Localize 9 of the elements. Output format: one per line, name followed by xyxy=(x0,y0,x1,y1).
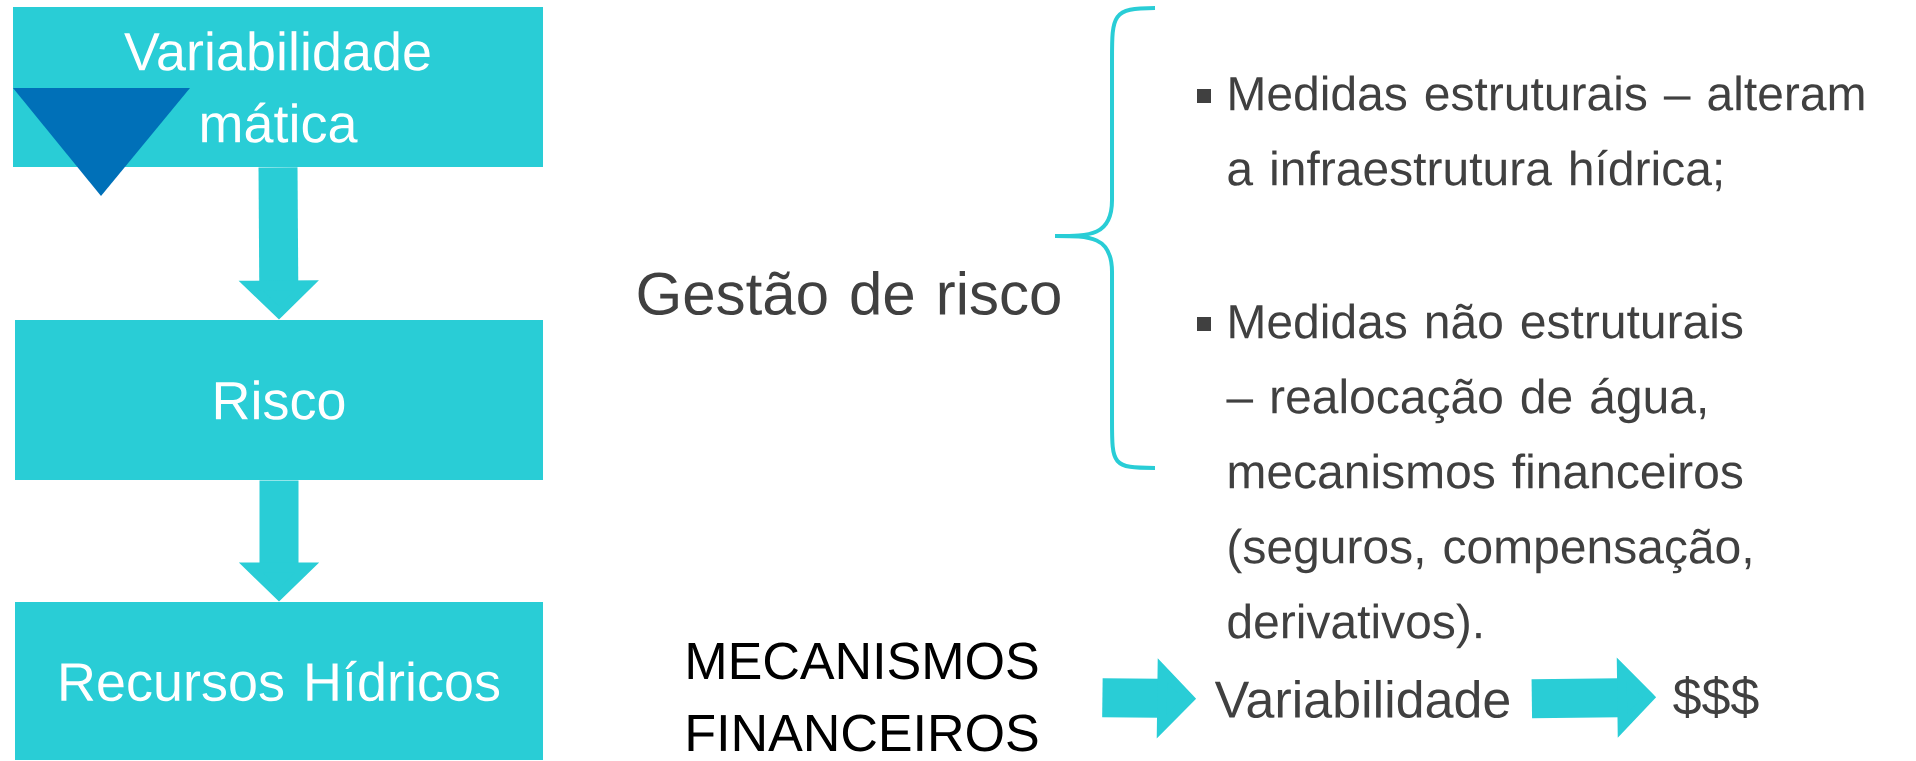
text-label: $$$ xyxy=(1673,675,1759,719)
heading-text: Gestão de risco xyxy=(638,271,1060,316)
bullet-text: Medidas estruturais – alteram a infraestrutura hídrica; xyxy=(1228,75,1864,192)
process-box: Risco xyxy=(15,320,543,480)
process-box: Recursos Hídricos xyxy=(15,602,543,760)
text-label: Variabilidade xyxy=(1214,679,1509,719)
bullet-text: Medidas não estruturais – realocação de água, mecanismos financeiros (seguros, compensação, derivativos). xyxy=(1226,303,1751,649)
text-label: MECANISMOS FINANCEIROS xyxy=(688,642,1038,752)
process-box: Variabilidade mática xyxy=(13,7,543,167)
